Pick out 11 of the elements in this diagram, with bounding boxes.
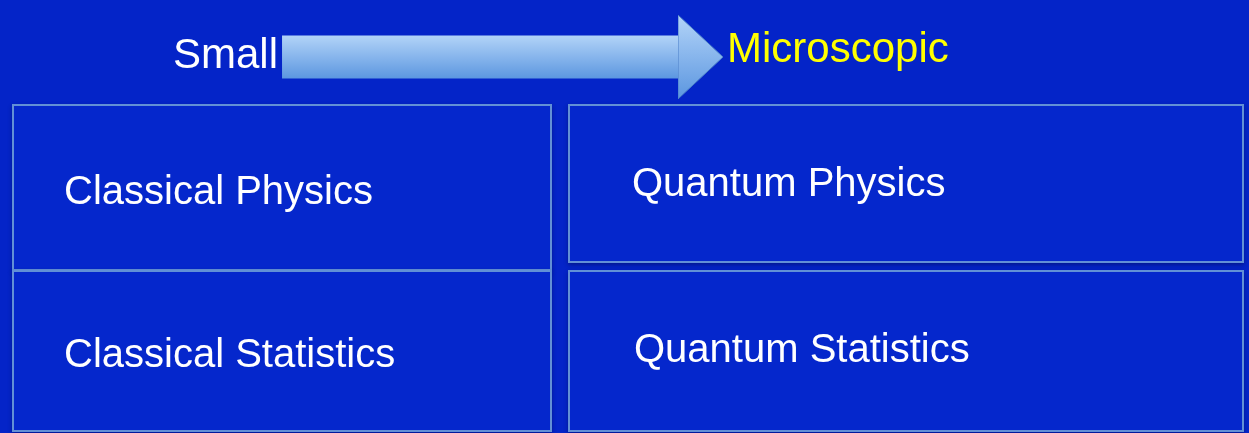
column-heading: Small [173,29,279,79]
panel-label: Classical Statistics [64,330,396,377]
category-panel [568,270,1244,432]
category-panel [568,104,1244,263]
panel-label: Classical Physics [64,167,373,214]
panel-label: Quantum Physics [632,159,946,206]
column-heading: Microscopic [727,23,949,73]
category-panel [12,104,552,271]
arrow [282,14,724,100]
panel-label: Quantum Statistics [634,325,970,372]
category-panel [12,270,552,432]
